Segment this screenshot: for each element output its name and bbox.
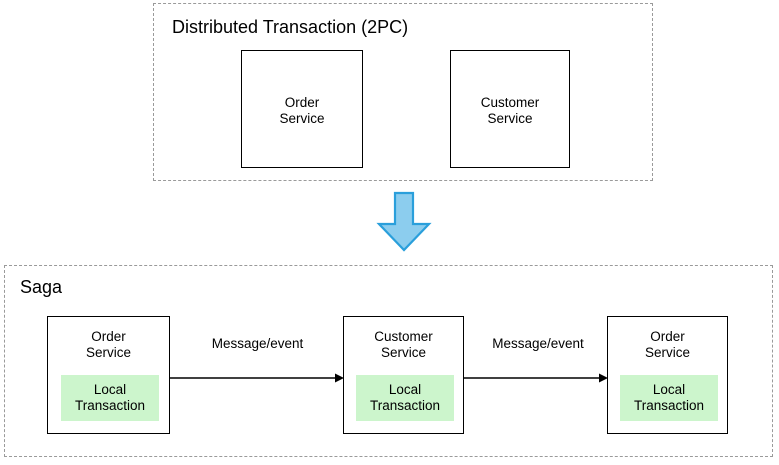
connector-label-message-event-2: Message/event <box>492 336 584 351</box>
service-box-saga-order-service-1[interactable]: Order Service Local Transaction <box>47 316 170 434</box>
service-label-customer-service-2pc: Customer Service <box>480 95 540 126</box>
connector-arrow-2 <box>464 370 608 383</box>
connector-label-message-event-1: Message/event <box>211 336 304 351</box>
arrow-right-icon-1 <box>170 373 344 383</box>
down-arrow-svg <box>376 191 432 252</box>
service-box-saga-customer-service[interactable]: Customer Service Local Transaction <box>343 316 464 434</box>
service-label-saga-customer-service: Customer Service <box>374 329 433 360</box>
group-saga <box>4 265 773 457</box>
local-transaction-chip-order-service-2: Local Transaction <box>620 375 718 421</box>
group-title-distributed-transaction: Distributed Transaction (2PC) <box>172 17 409 37</box>
connector-arrow-1 <box>170 370 344 383</box>
service-label-saga-order-service-1: Order Service <box>85 329 131 360</box>
service-label-order-service-2pc: Order Service <box>279 95 325 126</box>
local-transaction-chip-order-service-1: Local Transaction <box>61 375 159 421</box>
service-box-order-service-2pc[interactable]: Order Service <box>241 50 363 168</box>
service-label-saga-order-service-2: Order Service <box>644 329 690 360</box>
service-box-saga-order-service-2[interactable]: Order Service Local Transaction <box>607 316 728 434</box>
down-arrow-icon <box>374 191 434 253</box>
group-distributed-transaction <box>153 3 653 181</box>
service-box-customer-service-2pc[interactable]: Customer Service <box>450 50 570 168</box>
group-title-saga: Saga <box>20 277 63 297</box>
arrow-right-icon-2 <box>464 373 608 383</box>
local-transaction-chip-customer-service: Local Transaction <box>356 375 454 421</box>
